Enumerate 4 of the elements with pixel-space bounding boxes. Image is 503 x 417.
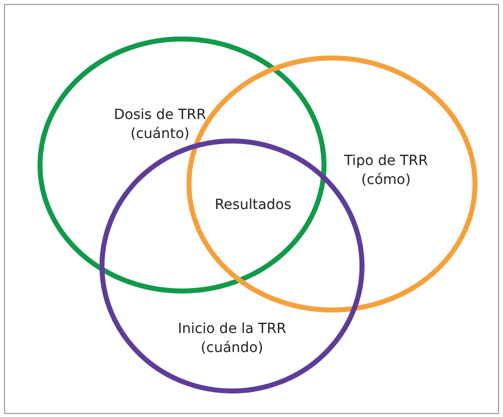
circle-label: Inicio de la TRR (cuándo) [176, 320, 288, 358]
circle-label: Dosis de TRR (cuánto) [112, 106, 208, 144]
circle-label: Tipo de TRR (cómo) [343, 152, 429, 190]
overlap-label: Resultados [214, 196, 292, 215]
